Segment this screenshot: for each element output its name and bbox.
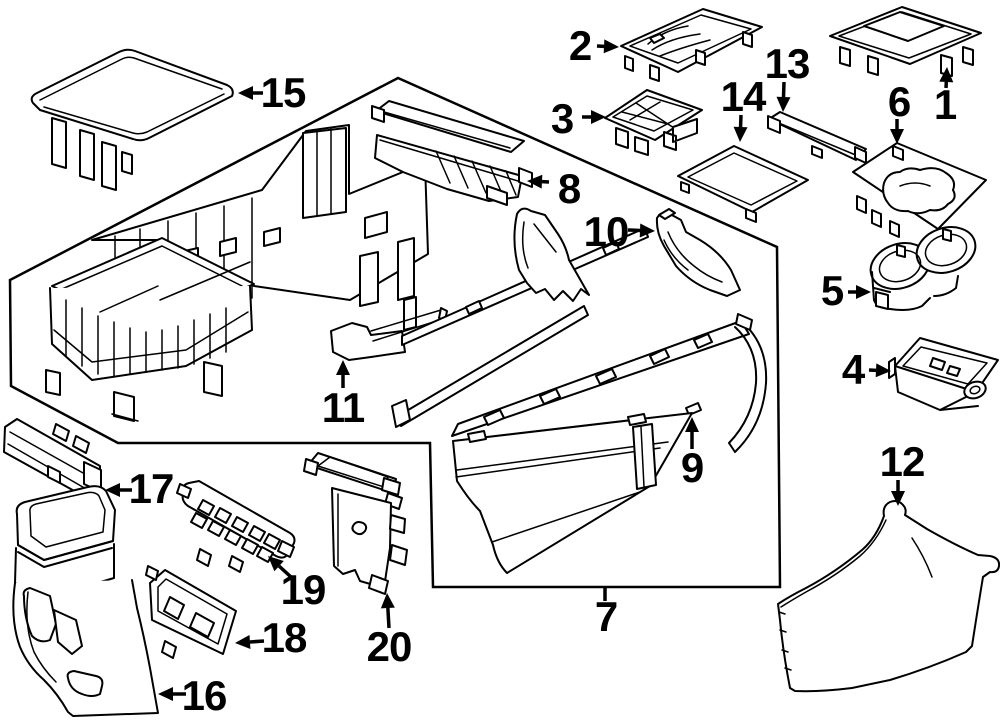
callout-11-number: 11	[322, 384, 365, 431]
callout-2: 2	[569, 22, 619, 69]
callout-20-arrowhead-icon	[380, 593, 395, 609]
part-15-armrest-lid	[30, 48, 234, 191]
callout-14-number: 14	[721, 73, 767, 120]
callout-14: 14	[721, 73, 768, 142]
callout-15-number: 15	[261, 69, 306, 116]
callout-10-arrowhead-icon	[639, 223, 655, 238]
callout-13: 13	[765, 40, 810, 112]
callout-6-arrowhead-icon	[890, 129, 904, 144]
callout-19-leader-line	[277, 564, 293, 579]
callout-5-arrowhead-icon	[856, 285, 871, 299]
callout-4: 4	[842, 346, 891, 393]
callout-18-arrowhead-icon	[235, 634, 251, 649]
callout-16: 16	[158, 672, 227, 719]
callout-18: 18	[235, 614, 308, 661]
callout-13-number: 13	[765, 40, 810, 87]
callout-3-number: 3	[551, 95, 573, 142]
side-garnish-left	[513, 207, 590, 302]
part-13-trim-strip	[767, 111, 867, 164]
callout-4-arrowhead-icon	[875, 363, 891, 378]
part-14-tray-mat	[677, 145, 809, 223]
callout-6-number: 6	[888, 78, 910, 125]
callout-19-arrowhead-icon	[268, 556, 284, 572]
part-16-front-cover	[12, 485, 159, 717]
callout-5: 5	[821, 267, 871, 314]
callout-7-number: 7	[595, 593, 617, 640]
callout-1: 1	[934, 67, 958, 128]
callout-15-arrowhead-icon	[238, 86, 253, 100]
callout-9: 9	[681, 417, 704, 491]
callout-15: 15	[238, 69, 307, 116]
callout-18-number: 18	[262, 614, 307, 661]
callout-8-number: 8	[558, 165, 581, 212]
callout-17-number: 17	[129, 465, 174, 512]
part-4-rear-console-box	[888, 337, 999, 411]
callout-4-number: 4	[842, 346, 866, 393]
part-20-rear-bracket	[303, 452, 408, 595]
callout-11-arrowhead-icon	[336, 360, 350, 375]
callout-9-number: 9	[681, 444, 703, 491]
callout-14-arrowhead-icon	[733, 126, 748, 142]
callout-1-number: 1	[934, 81, 957, 128]
callout-3-arrowhead-icon	[591, 110, 606, 124]
callout-6: 6	[888, 78, 911, 144]
part-18-pocket-panel	[145, 565, 237, 659]
part-9-trim-rail	[451, 313, 768, 453]
interior-rail-lower	[391, 305, 589, 428]
callout-13-leader-line	[781, 81, 786, 98]
callout-3: 3	[551, 95, 606, 142]
callout-10: 10	[584, 208, 655, 255]
callout-20-leader-line	[386, 607, 391, 629]
callout-20: 20	[367, 593, 412, 670]
callout-5-number: 5	[821, 267, 844, 314]
callout-17-arrowhead-icon	[105, 483, 120, 497]
callout-16-number: 16	[182, 672, 227, 719]
part-7-side-panel	[452, 412, 693, 574]
callout-8-arrowhead-icon	[527, 174, 543, 189]
callout-18-leader-line	[249, 639, 265, 644]
callout-12-arrowhead-icon	[891, 491, 905, 506]
part-11-console-frame	[45, 124, 448, 422]
callout-8: 8	[527, 165, 582, 212]
callout-11: 11	[322, 360, 366, 431]
part-1-console-top-panel	[829, 6, 982, 77]
callout-13-arrowhead-icon	[776, 96, 791, 112]
callout-19-number: 19	[281, 566, 326, 613]
callout-2-arrowhead-icon	[603, 39, 619, 54]
callout-19: 19	[268, 556, 326, 613]
part-6-cupholder-panel	[852, 142, 987, 238]
part-8-switch-panel	[371, 100, 533, 206]
part-2-shift-panel	[620, 8, 763, 82]
callout-12: 12	[880, 438, 925, 506]
part-12-rear-side-cover	[777, 500, 1000, 693]
callout-1-arrowhead-icon	[939, 67, 954, 83]
part-5-cup-holder	[869, 226, 977, 311]
callout-12-number: 12	[880, 438, 925, 485]
callout-20-number: 20	[367, 623, 412, 670]
callout-10-number: 10	[584, 208, 629, 255]
callout-9-arrowhead-icon	[685, 417, 699, 432]
callout-2-number: 2	[569, 22, 591, 69]
callout-17: 17	[105, 465, 174, 512]
part-10-side-garnish	[655, 208, 741, 297]
callout-16-arrowhead-icon	[158, 687, 173, 701]
part-19-ribbed-bracket	[176, 480, 296, 573]
part-17-front-bracket	[3, 418, 102, 499]
part-3-console-insert	[604, 89, 703, 156]
callout-7: 7	[595, 588, 618, 640]
